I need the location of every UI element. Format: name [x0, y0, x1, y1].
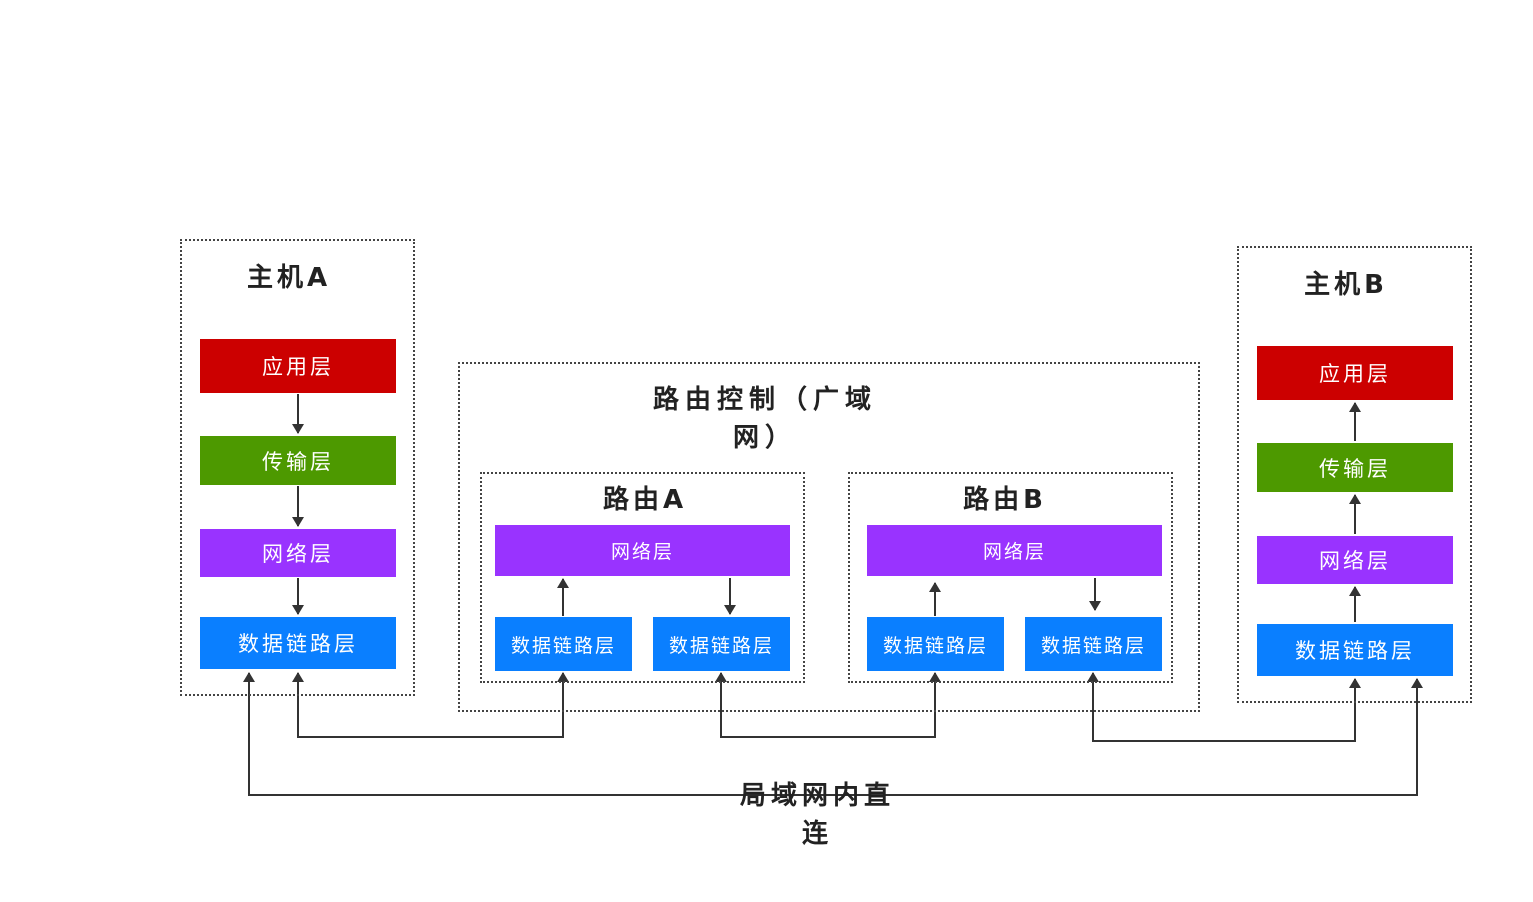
host-a-transport-layer: 传输层 [200, 436, 396, 485]
lan-direct-label: 局域网内直连 [739, 781, 895, 849]
host-a-group [180, 239, 415, 696]
host-b-group [1237, 246, 1472, 703]
host-b-datalink-layer: 数据链路层 [1257, 624, 1453, 676]
router-b-datalink-right: 数据链路层 [1025, 617, 1162, 671]
router-a-datalink-left: 数据链路层 [495, 617, 632, 671]
router-a-title: 路由A [602, 485, 688, 515]
router-a-network-layer: 网络层 [495, 525, 790, 576]
host-b-network-layer: 网络层 [1257, 536, 1453, 584]
host-a-datalink-layer: 数据链路层 [200, 617, 396, 669]
routing-control-group [458, 362, 1200, 712]
router-b-title: 路由B [963, 485, 1047, 515]
host-b-title: 主机B [1304, 270, 1388, 300]
router-b-network-layer: 网络层 [867, 525, 1162, 576]
router-b-datalink-left: 数据链路层 [867, 617, 1004, 671]
host-b-transport-layer: 传输层 [1257, 443, 1453, 492]
routing-control-title: 路由控制（广域网） [652, 385, 877, 453]
host-a-title: 主机A [246, 263, 332, 293]
router-a-datalink-right: 数据链路层 [653, 617, 790, 671]
router-b-group [848, 472, 1173, 683]
router-a-group [480, 472, 805, 683]
host-b-application-layer: 应用层 [1257, 346, 1453, 400]
host-a-network-layer: 网络层 [200, 529, 396, 577]
host-a-application-layer: 应用层 [200, 339, 396, 393]
